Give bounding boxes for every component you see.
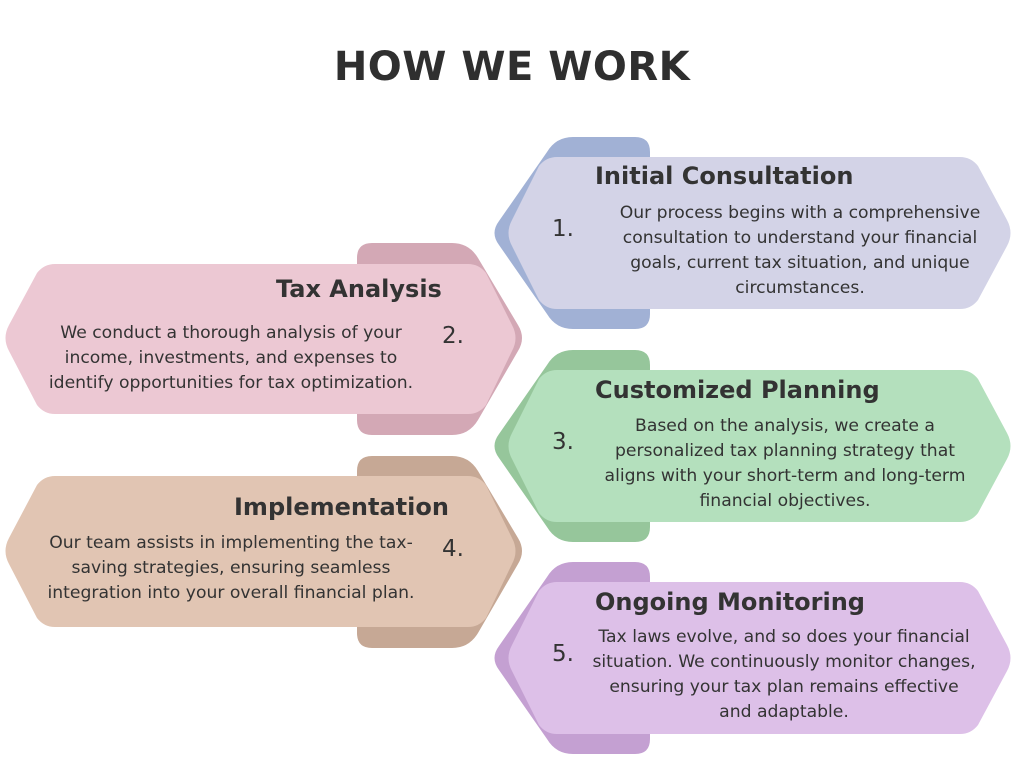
step-5-description: Tax laws evolve, and so does your financ…	[592, 627, 976, 722]
page-title: HOW WE WORK	[333, 44, 691, 90]
step-3-front-hexagon	[508, 370, 1011, 522]
step-4-front-hexagon	[5, 476, 516, 627]
step-2-number: 2.	[442, 323, 464, 349]
step-4-number: 4.	[442, 536, 464, 562]
step-5-front-hexagon	[508, 582, 1011, 734]
step-4-description: Our team assists in implementing the tax…	[47, 533, 415, 603]
step-1-shape	[494, 137, 1011, 329]
step-3-description: Based on the analysis, we create a perso…	[604, 416, 966, 511]
step-4-shape	[5, 456, 522, 648]
step-4-title: Implementation	[234, 493, 449, 521]
step-1-description: Our process begins with a comprehensive …	[619, 203, 981, 298]
step-2-front-hexagon	[5, 264, 516, 414]
step-1-front-hexagon	[508, 157, 1011, 309]
step-5-number: 5.	[552, 641, 574, 667]
step-5-shape	[494, 562, 1011, 754]
step-1-title: Initial Consultation	[595, 162, 854, 190]
step-3-title: Customized Planning	[595, 376, 880, 404]
step-3-shape	[494, 350, 1011, 542]
step-2-description: We conduct a thorough analysis of your i…	[48, 323, 414, 393]
step-2-shape	[5, 243, 522, 435]
step-1-number: 1.	[552, 216, 574, 242]
step-2-title: Tax Analysis	[276, 275, 442, 303]
step-5-title: Ongoing Monitoring	[595, 588, 865, 616]
step-3-number: 3.	[552, 429, 574, 455]
